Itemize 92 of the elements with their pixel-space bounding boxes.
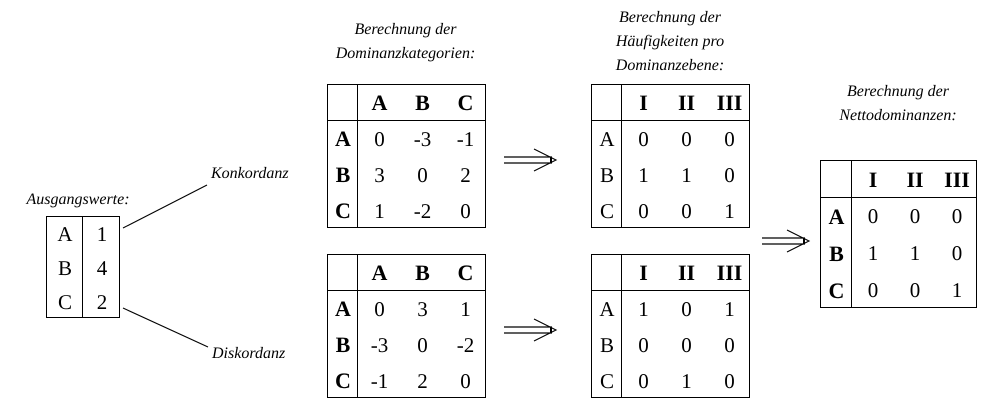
column-header: III <box>716 259 744 287</box>
table-cell-text: 0 <box>637 368 650 395</box>
table-cell-text: 0 <box>723 162 736 189</box>
table-cell-text: 0 <box>723 126 736 153</box>
table-cell-text: 0 <box>459 198 472 225</box>
connector-line <box>122 184 208 228</box>
table-cell-text: 0 <box>680 332 693 359</box>
row-header: C <box>598 198 615 225</box>
row-header: C <box>828 277 846 305</box>
table-cell-text: 2 <box>416 368 429 395</box>
table-cell-text: 0 <box>908 203 922 230</box>
column-header: III <box>943 166 971 194</box>
row-header: A <box>598 296 616 323</box>
table-cell-text: 2 <box>96 289 108 316</box>
table-cell-text: 1 <box>373 198 386 225</box>
table-cell-text: 1 <box>723 198 736 225</box>
column-header: C <box>456 89 474 117</box>
table-cell-text: 0 <box>373 296 386 323</box>
row-header: B <box>598 162 615 189</box>
table-cell-text: 1 <box>680 162 693 189</box>
table-cell-text: -3 <box>370 332 390 359</box>
table-cell-text: 0 <box>637 332 650 359</box>
table-cell-text: 3 <box>373 162 386 189</box>
table-cell-text: 3 <box>416 296 429 323</box>
table-cell-text: -3 <box>412 126 432 153</box>
table-cell-text: 0 <box>950 240 964 267</box>
column-header: II <box>676 89 696 117</box>
row-header: A <box>828 203 846 231</box>
double-arrow <box>504 318 557 342</box>
column-header: A <box>370 259 388 287</box>
column-header: A <box>370 89 388 117</box>
row-header: B <box>828 240 845 268</box>
row-header: C <box>56 289 73 316</box>
table-cell-text: 0 <box>723 368 736 395</box>
column-header: B <box>414 89 431 117</box>
double-arrow <box>762 229 810 253</box>
table-heading: Berechnung der Dominanzkategorien: <box>334 20 476 64</box>
column-header: B <box>414 259 431 287</box>
row-header: A <box>598 126 616 153</box>
row-header: B <box>334 331 352 359</box>
table-cell-text: 1 <box>459 296 472 323</box>
table-cell-text: 1 <box>950 277 964 304</box>
column-header: II <box>676 259 696 287</box>
table-cell-text: 1 <box>866 240 880 267</box>
branch-label: Diskordanz <box>212 345 286 363</box>
column-header: III <box>716 89 744 117</box>
table-cell-text: 0 <box>680 198 693 225</box>
column-header: I <box>638 89 649 117</box>
table-cell-text: -2 <box>456 332 476 359</box>
row-header: B <box>598 332 615 359</box>
table-cell-text: 1 <box>637 162 650 189</box>
table-cell-text: 1 <box>96 221 108 248</box>
branch-label: Konkordanz <box>211 165 289 183</box>
table-cell-text: 0 <box>866 277 880 304</box>
table-cell-text: 1 <box>680 368 693 395</box>
table-cell-text: 0 <box>950 203 964 230</box>
table-cell-text: 0 <box>908 277 922 304</box>
row-header: B <box>56 255 73 282</box>
table-heading: Berechnung der Nettodominanzen: <box>838 82 958 126</box>
table-heading: Berechnung der Häufigkeiten pro Dominanzebene: <box>614 8 726 76</box>
column-header: II <box>905 166 925 194</box>
row-header: C <box>598 368 615 395</box>
row-header: A <box>334 125 352 153</box>
column-header: I <box>638 259 649 287</box>
row-header: B <box>334 161 352 189</box>
table-cell-text: 0 <box>459 368 472 395</box>
table-cell-text: 0 <box>680 126 693 153</box>
row-header: C <box>334 367 352 395</box>
row-header: C <box>334 197 352 225</box>
table-cell-text: 0 <box>680 296 693 323</box>
table-cell-text: 1 <box>908 240 922 267</box>
double-arrow <box>504 148 557 172</box>
row-header: A <box>56 221 74 248</box>
row-header: A <box>334 295 352 323</box>
table-cell-text: -1 <box>456 126 476 153</box>
column-header: I <box>868 166 878 194</box>
table-cell-text: 0 <box>373 126 386 153</box>
table-cell-text: 2 <box>459 162 472 189</box>
column-header: C <box>456 259 474 287</box>
table-cell-text: 0 <box>637 198 650 225</box>
table-cell-text: 1 <box>637 296 650 323</box>
table-cell-text: 0 <box>723 332 736 359</box>
table-heading: Ausgangswerte: <box>24 190 131 210</box>
table-cell-text: -1 <box>370 368 390 395</box>
table-cell-text: 0 <box>416 332 429 359</box>
table-cell-text: -2 <box>412 198 432 225</box>
table-cell-text: 4 <box>96 255 108 282</box>
table-cell-text: 0 <box>866 203 880 230</box>
table-cell-text: 0 <box>637 126 650 153</box>
table-cell-text: 0 <box>416 162 429 189</box>
connector-line <box>122 308 208 348</box>
table-cell-text: 1 <box>723 296 736 323</box>
